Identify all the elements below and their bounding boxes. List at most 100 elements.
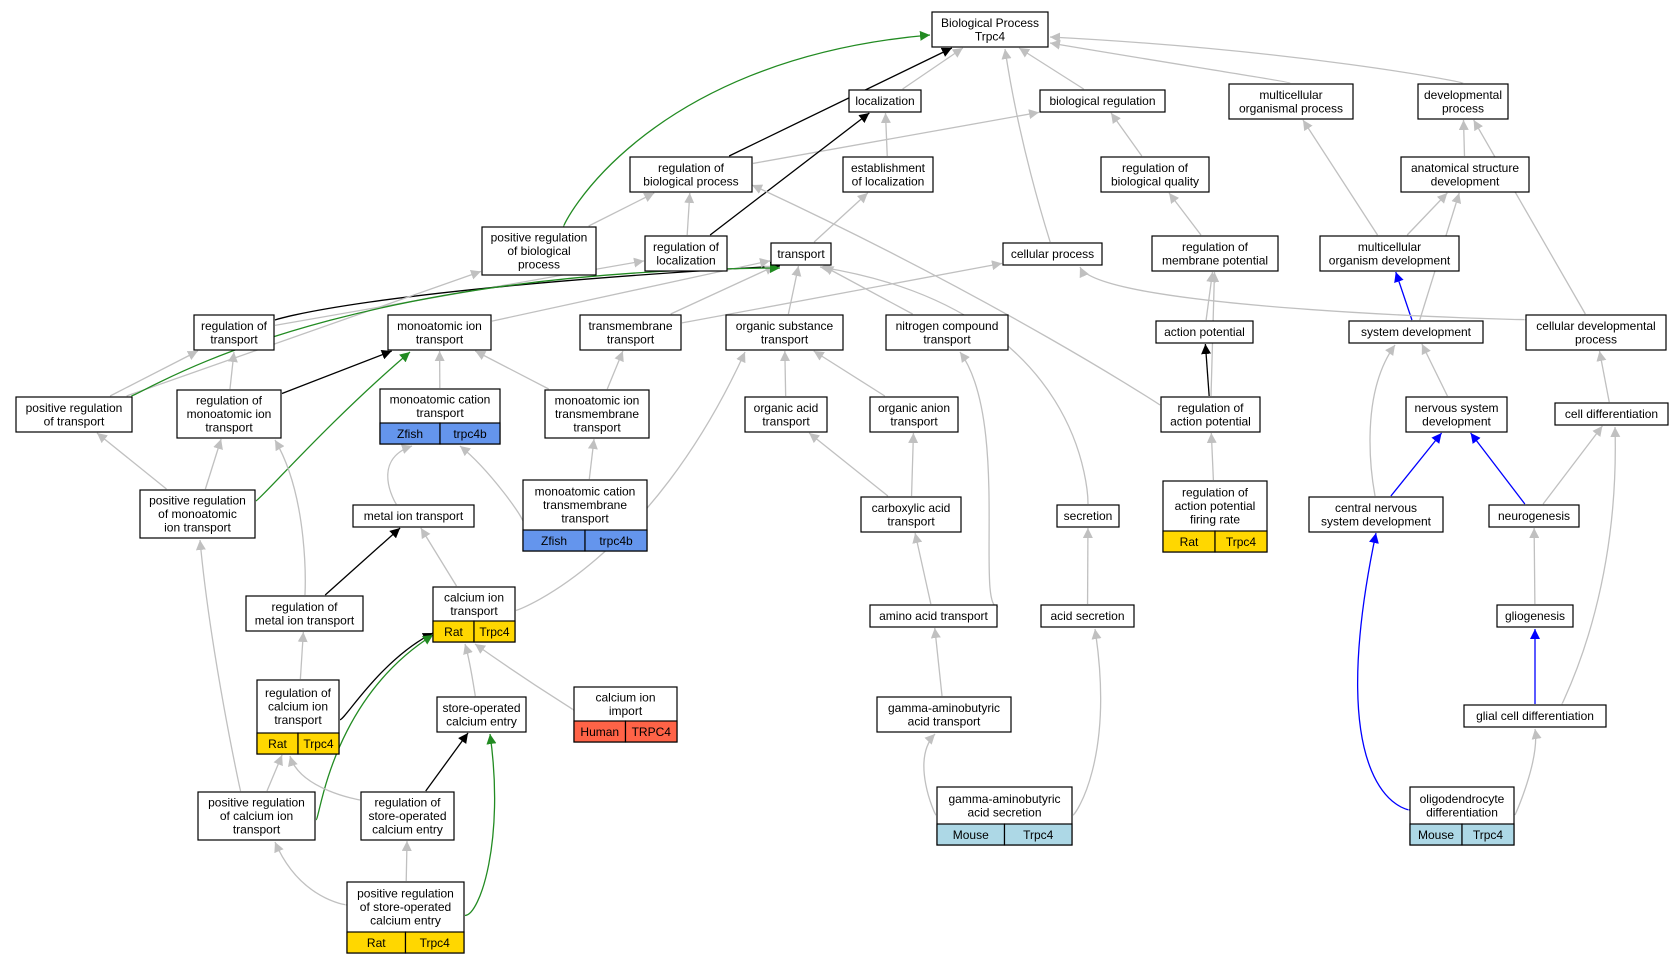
edge-rcait-to-rmetal xyxy=(297,631,308,680)
node-box xyxy=(352,504,475,528)
edge-prsoce-to-soce xyxy=(464,733,497,917)
node-box xyxy=(1488,504,1580,528)
edge-rmit-to-rtrans xyxy=(227,351,238,390)
node-transport[interactable]: transport xyxy=(770,242,832,266)
node-metal[interactable]: metal ion transport xyxy=(352,504,475,528)
node-loc[interactable]: localization xyxy=(848,89,922,113)
node-label-line: localization xyxy=(656,253,715,267)
node-label-line: monoatomic ion xyxy=(397,319,482,333)
node-label-line: regulation of xyxy=(653,240,720,254)
annotation-label: Trpc4 xyxy=(420,936,451,950)
node-label-line: regulation of xyxy=(271,600,338,614)
node-glio[interactable]: gliogenesis xyxy=(1496,604,1574,628)
node-box xyxy=(1056,504,1120,528)
node-label-line: transport xyxy=(233,823,281,837)
node-label-line: organismal process xyxy=(1239,101,1343,115)
annotation-cell xyxy=(624,720,678,743)
annotation-label: TRPC4 xyxy=(632,725,672,739)
node-label-line: transport xyxy=(416,332,464,346)
node-neuro[interactable]: neurogenesis xyxy=(1488,504,1580,528)
node-sysdev[interactable]: system development xyxy=(1348,320,1484,344)
node-label-line: gamma-aminobutyric xyxy=(948,792,1060,806)
annotation-label: trpc4b xyxy=(599,534,633,548)
node-label-line: monoatomic cation xyxy=(535,485,636,499)
node-label-line: multicellular xyxy=(1358,240,1421,254)
node-label-line: establishment xyxy=(851,161,926,175)
node-mctt[interactable]: monoatomic cationtransmembranetransportZ… xyxy=(522,479,648,552)
edge-soce-to-cait xyxy=(463,643,476,697)
node-box xyxy=(885,314,1009,351)
node-cellproc[interactable]: cellular process xyxy=(1002,242,1103,266)
node-bioreg[interactable]: biological regulation xyxy=(1039,89,1166,113)
edge-prmit-to-prt xyxy=(96,432,167,490)
node-acidsec[interactable]: acid secretion xyxy=(1040,604,1135,628)
node-gcd[interactable]: glial cell differentiation xyxy=(1463,704,1607,728)
node-box xyxy=(1308,496,1444,533)
node-label-line: regulation of xyxy=(201,319,268,333)
node-label-line: transport xyxy=(887,514,935,528)
edge-aat-to-cat xyxy=(912,532,932,605)
node-box xyxy=(245,595,364,632)
node-label-line: positive regulation xyxy=(357,887,454,901)
edges-layer xyxy=(96,30,1621,917)
edge-cait-to-metal xyxy=(420,527,458,587)
node-ap[interactable]: action potential xyxy=(1155,320,1254,344)
node-celldiff[interactable]: cell differentiation xyxy=(1554,402,1669,426)
node-label-line: cellular process xyxy=(1011,247,1094,261)
node-label-line: transport xyxy=(923,332,971,346)
node-label-line: calcium entry xyxy=(372,823,443,837)
node-secretion[interactable]: secretion xyxy=(1056,504,1120,528)
annotation-label: Mouse xyxy=(1418,828,1454,842)
node-box xyxy=(1160,396,1261,433)
edge-asd-to-devp xyxy=(1458,119,1469,157)
edge-mctt-to-mitt xyxy=(587,438,598,480)
annotation-cell xyxy=(1003,823,1073,846)
edge-rbp-to-bioreg xyxy=(752,109,1040,165)
node-label-line: development xyxy=(1422,414,1491,428)
node-aat[interactable]: amino acid transport xyxy=(869,604,998,628)
edge-mcod-to-asd xyxy=(1406,192,1448,236)
edge-oat-to-ost xyxy=(780,350,791,397)
